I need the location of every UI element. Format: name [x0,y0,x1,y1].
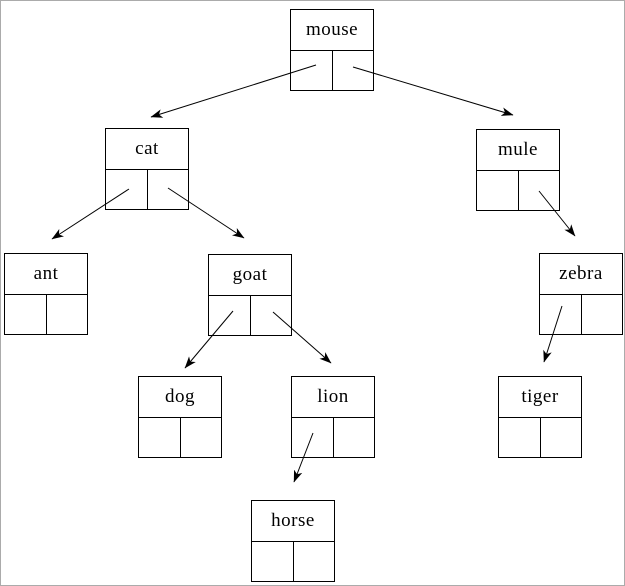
tree-node-horse: horse [251,500,335,582]
left-pointer-cell [5,295,47,334]
right-pointer-cell [541,418,582,457]
tree-node-lion: lion [291,376,375,458]
pointer-row [540,295,622,334]
left-pointer-cell [252,542,294,581]
pointer-row [291,51,373,90]
node-label-horse: horse [252,501,334,542]
right-pointer-cell [47,295,88,334]
right-pointer-cell [148,170,189,209]
right-pointer-cell [251,296,292,335]
tree-node-goat: goat [208,254,292,336]
right-pointer-cell [582,295,623,334]
pointer-row [499,418,581,457]
right-pointer-cell [519,171,560,210]
pointer-row [139,418,221,457]
left-pointer-cell [139,418,181,457]
right-pointer-cell [294,542,335,581]
node-label-cat: cat [106,129,188,170]
node-label-goat: goat [209,255,291,296]
right-pointer-cell [181,418,222,457]
left-pointer-cell [292,418,334,457]
left-pointer-cell [499,418,541,457]
tree-node-zebra: zebra [539,253,623,335]
pointer-row [252,542,334,581]
left-pointer-cell [540,295,582,334]
left-pointer-cell [209,296,251,335]
left-pointer-cell [106,170,148,209]
left-pointer-cell [291,51,333,90]
pointer-row [292,418,374,457]
node-label-dog: dog [139,377,221,418]
pointer-row [5,295,87,334]
node-label-tiger: tiger [499,377,581,418]
pointer-row [209,296,291,335]
pointer-row [106,170,188,209]
tree-node-tiger: tiger [498,376,582,458]
node-label-ant: ant [5,254,87,295]
tree-node-ant: ant [4,253,88,335]
pointer-row [477,171,559,210]
left-pointer-cell [477,171,519,210]
tree-node-mule: mule [476,129,560,211]
tree-node-mouse: mouse [290,9,374,91]
node-label-lion: lion [292,377,374,418]
tree-node-dog: dog [138,376,222,458]
node-label-mouse: mouse [291,10,373,51]
right-pointer-cell [334,418,375,457]
tree-node-cat: cat [105,128,189,210]
node-label-mule: mule [477,130,559,171]
node-label-zebra: zebra [540,254,622,295]
right-pointer-cell [333,51,374,90]
